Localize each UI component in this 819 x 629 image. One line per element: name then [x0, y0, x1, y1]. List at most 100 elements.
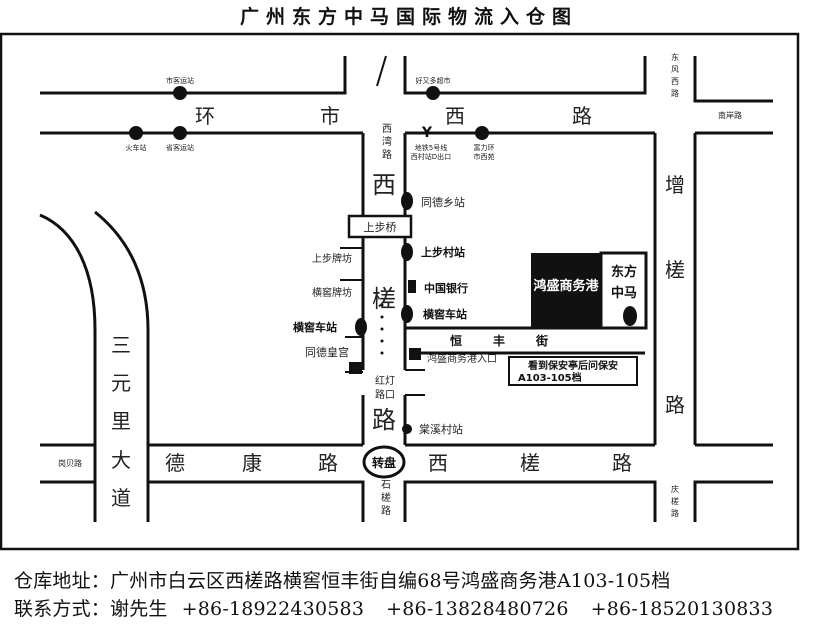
sanyuanli-road-right-edge: [94, 210, 150, 522]
road-huanshi-4: 路: [572, 104, 592, 128]
road-dekang-3: 路: [318, 451, 338, 475]
road-sanyuanli-4: 大: [111, 448, 131, 472]
dekang-road-bottom-edge: [148, 480, 365, 522]
stop-markers: [129, 86, 489, 434]
nanan-road-label: 南岸路: [718, 110, 742, 120]
road-xicha-1: 西: [428, 451, 448, 475]
road-huanshi-2: 市: [320, 104, 340, 128]
shicha-1: 石: [381, 480, 391, 491]
tangxi-stop-icon: [402, 424, 412, 434]
shicha-2: 槎: [381, 491, 391, 504]
fuli-label-2: 市西苑: [474, 152, 495, 161]
address-label: 仓库地址：: [14, 570, 111, 592]
footer-contact: 联系方式：谢先生+86-18922430583+86-13828480726+8…: [14, 594, 773, 621]
warehouse-marker: [623, 306, 637, 326]
shengkeyun-label: 省客运站: [166, 143, 194, 152]
hengjiao-left-label: 横窖车站: [293, 320, 337, 334]
hengjiaopaifang-label: 横窖牌坊: [312, 286, 352, 299]
gangbei-road-label: 岗贝路: [58, 458, 82, 468]
roundabout: [362, 445, 406, 479]
road-sanyuanli-1: 三: [111, 333, 131, 357]
shangbucun-label: 上步村站: [421, 245, 465, 259]
tongdexiang-stop-icon: [401, 192, 413, 210]
road-zengcha-2: 槎: [665, 258, 685, 282]
shangbucun-stop-icon: [401, 243, 413, 261]
dongfeng-4: 路: [671, 88, 679, 98]
huanshi-road-top-left-edge: [40, 56, 347, 95]
hongsheng-entry-label: 鸿盛商务港入口: [427, 352, 497, 365]
shengkeyun-stop-icon: [173, 126, 187, 140]
road-xilang-1: 西: [372, 171, 396, 199]
xicha-road-bottom-bottom-edge: [403, 480, 657, 522]
honglu-label-1: 红灯: [375, 374, 395, 387]
huanshi-road-top-right-edge: [403, 56, 647, 95]
address-value: 广州市白云区西槎路横窖恒丰街自编68号鸿盛商务港A103-105档: [110, 570, 671, 592]
roundabout-label: 转盘: [372, 455, 396, 470]
road-xilang-2: 槎: [372, 285, 396, 313]
shangbu-bridge-label: 上步桥: [364, 221, 397, 234]
qingcha-road-bottom-edge: [693, 480, 773, 522]
shicha-3: 路: [381, 504, 391, 517]
hengfeng-2: 丰: [493, 333, 505, 348]
road-sanyuanli-3: 里: [111, 409, 131, 433]
metro-icon: Y: [421, 125, 433, 141]
tongdehuanggong-marker-icon: [349, 362, 362, 374]
road-huanshi-1: 环: [195, 104, 215, 128]
hongsheng-label: 鸿盛商务港: [533, 278, 599, 294]
hengjiao-right-stop-icon: [401, 305, 413, 323]
contact-name: 谢先生: [110, 598, 168, 620]
qingcha-2: 槎: [671, 496, 679, 506]
guard-note-line1: 看到保安亭后问保安: [528, 359, 618, 372]
dongfeng-2: 风: [671, 65, 679, 74]
youyou-stop-icon: [426, 86, 440, 100]
bank-marker-icon: [408, 280, 416, 293]
shikeyun-label: 市客运站: [166, 76, 194, 85]
xiwan-3: 路: [382, 148, 392, 161]
xiwan-2: 湾: [382, 135, 392, 148]
hengjiao-left-stop-icon: [355, 318, 367, 336]
road-slash-mark: [376, 55, 387, 87]
qingcha-1: 庆: [671, 484, 679, 494]
map-frame: [0, 32, 800, 551]
shangbu-bridge-box: [347, 214, 413, 239]
dongfeng-road-edge: [693, 56, 773, 103]
road-xicha-3: 路: [612, 451, 632, 475]
phone-1: +86-18922430583: [181, 598, 365, 620]
phone-3: +86-18520130833: [590, 598, 774, 620]
road-lines: [39, 55, 773, 522]
hongsheng-entry-marker-icon: [409, 348, 421, 360]
metro-label-1: 地铁5号线: [415, 143, 447, 152]
fuli-label-1: 富力环: [474, 143, 495, 152]
hengjiao-right-label: 横窖车站: [423, 307, 467, 321]
tongdexiang-label: 同德乡站: [421, 195, 465, 209]
dongfangzhongma-label-1: 东方: [611, 264, 637, 280]
road-xicha-2: 槎: [520, 451, 540, 475]
guard-note-box: [508, 356, 638, 386]
tongdehuanggong-label: 同德皇宫: [305, 345, 349, 359]
road-sanyuanli-2: 元: [111, 371, 131, 395]
guard-note-line2: A103-105档: [518, 371, 582, 384]
dongfeng-3: 西: [671, 77, 679, 86]
bank-label: 中国银行: [424, 281, 468, 295]
hengfeng-3: 街: [535, 333, 548, 348]
honglu-label-2: 路口: [375, 388, 395, 401]
road-dekang-2: 康: [242, 451, 262, 475]
road-zengcha-3: 路: [665, 393, 685, 417]
qingcha-3: 路: [671, 508, 679, 518]
road-dekang-1: 德: [165, 451, 185, 475]
map-title: 广州东方中马国际物流入仓图: [240, 5, 578, 28]
shikeyun-stop-icon: [173, 86, 187, 100]
contact-label: 联系方式：: [14, 598, 111, 620]
dotted-path: [380, 303, 384, 355]
fuli-stop-icon: [475, 126, 489, 140]
shangbupaifang-label: 上步牌坊: [312, 252, 352, 265]
road-xilang-3: 路: [372, 406, 396, 434]
huoche-label: 火车站: [126, 143, 147, 152]
hengfeng-1: 恒: [450, 333, 462, 348]
dongfangzhongma-label-2: 中马: [611, 285, 637, 301]
road-huanshi-3: 西: [445, 104, 465, 128]
huoche-stop-icon: [129, 126, 143, 140]
sanyuanli-road-left-edge: [39, 213, 97, 522]
